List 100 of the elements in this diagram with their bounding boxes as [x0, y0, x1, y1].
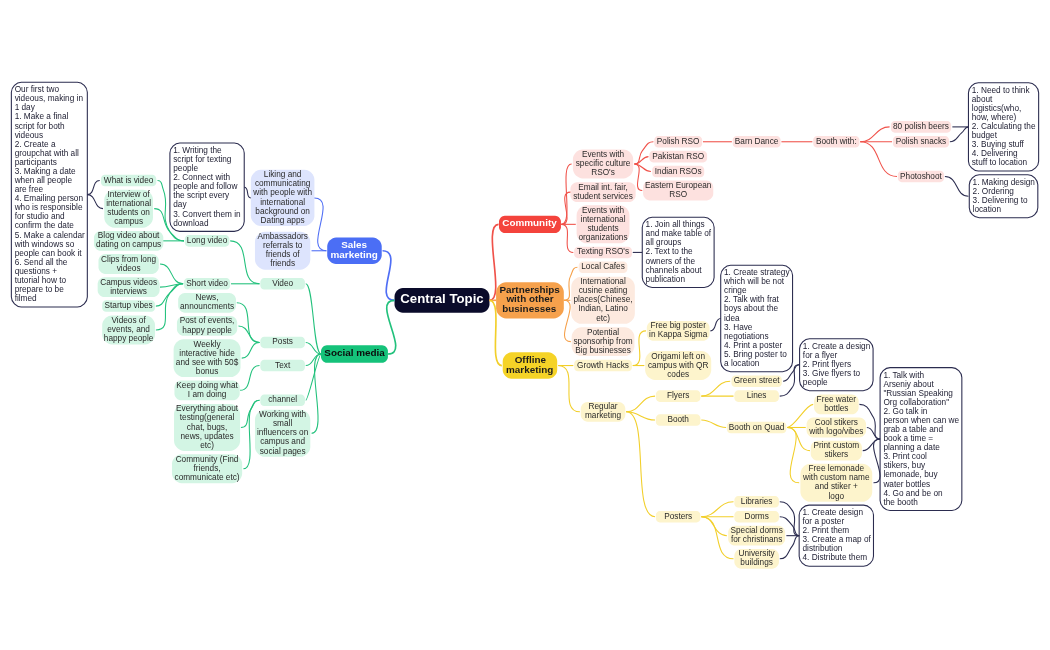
- node-box: Liking and communicating with people with international background on Dating apps: [250, 169, 315, 226]
- connector: [632, 251, 643, 253]
- connector: [153, 207, 185, 241]
- node-box: Booth: [655, 413, 701, 426]
- node-box: Free lemonade with custom name and stiker + logo: [800, 463, 873, 502]
- node-box: Posters: [655, 510, 701, 522]
- node-box: Startup vibes: [102, 299, 156, 312]
- node-box: Ambassadors referrals to friends of friends: [254, 231, 311, 270]
- node-box: Booth on Quad: [726, 421, 787, 433]
- node-box: Growth Hacks: [574, 359, 632, 371]
- connector: [162, 239, 185, 241]
- connector: [305, 282, 322, 355]
- node-box: Offline marketing: [502, 351, 558, 379]
- node-box: Cool stikers with logo/vibes: [806, 417, 867, 437]
- connector: [242, 399, 261, 469]
- connector: [560, 223, 574, 253]
- connector: [625, 410, 656, 517]
- node-box: Social media: [321, 344, 388, 363]
- node-box: Green street: [731, 374, 782, 387]
- node-box: Our first two videous, making in 1 day 1. Make a final script for both videous 2. Create a groupchat with all participants 3. Making a date when all people are free 4. Emailing person who is responsible for studio and confirm the date 5. Make a calendar with windows so people can book it 6. Send all the questions + tutorial how to prepare to be filmed: [10, 81, 88, 307]
- node-box: 1. Create strategy which will be not cringe 2. Talk with frat boys about the idea 3. Have negotiations 4. Print a poster 5. Bring poster to a location: [720, 264, 794, 372]
- node-box: International cusine eating places(Chinese, Indian, Latino etc): [571, 276, 635, 324]
- connector: [944, 175, 969, 197]
- connector: [230, 282, 261, 284]
- connector: [305, 352, 322, 401]
- connector: [709, 317, 722, 331]
- node-box: Events with specific culture RSO's: [572, 149, 634, 178]
- node-box: Flyers: [655, 389, 701, 402]
- node-box: 1. Create design for a poster 2. Print them 3. Create a map of distribution 4. Distribute them: [798, 504, 875, 567]
- node-box: Weekly interactive hide and see with 50$ bonus: [173, 338, 241, 377]
- node-box: Free big poster in Kappa Sigma: [646, 320, 710, 341]
- connector: [236, 301, 261, 343]
- connector: [632, 329, 647, 366]
- connector: [237, 324, 261, 343]
- node-box: Eastern European RSO: [643, 180, 714, 200]
- connector: [700, 419, 727, 428]
- node-box: Potential sponsorhip from Big businesses: [571, 326, 635, 356]
- node-box: Libraries: [734, 495, 779, 508]
- node-box: 1. Need to think about logistics(who, how, where) 2. Calculating the budget 3. Buying stuff 4. Delivering stuff to location: [967, 81, 1040, 172]
- node-box: Regular marketing: [580, 401, 626, 422]
- node-box: Polish RSO: [654, 135, 703, 148]
- node-box: Special dorms for christinans: [728, 525, 786, 546]
- node-box: Blog video about dating on campus: [93, 230, 164, 251]
- connector: [700, 515, 735, 559]
- node-box: Local Cafes: [578, 261, 628, 273]
- node-box: Texting RSO's: [574, 246, 632, 258]
- node-box: Keep doing what I am doing: [174, 379, 240, 400]
- node-box: Print custom stikers: [810, 440, 862, 460]
- connector: [311, 352, 322, 434]
- node-box-text: Everything about testing(general chat, bugs, news, updates etc): [174, 403, 241, 451]
- connector: [488, 299, 497, 301]
- connector: [632, 364, 645, 366]
- node-box: Indian RSOs: [652, 165, 705, 177]
- node-box: Short video: [183, 277, 231, 290]
- node-box: Clips from long videos: [98, 253, 159, 274]
- node-box: 1. Making design 2. Ordering 3. Delivering to location: [968, 173, 1039, 218]
- node-box: Dorms: [734, 510, 779, 522]
- node-box-text: 80 polish beers: [890, 120, 952, 133]
- node-box: Email int. fair, student services: [570, 181, 636, 202]
- node-box: Polish snacks: [892, 135, 950, 148]
- connector: [86, 179, 101, 195]
- node-box: Sales marketing: [327, 237, 382, 264]
- connector: [858, 403, 881, 440]
- node-box: News, announcments: [178, 292, 236, 313]
- connector: [951, 125, 969, 127]
- node-box: Campus videos interviews: [97, 276, 160, 297]
- connector: [86, 193, 104, 209]
- connector: [239, 364, 261, 391]
- node-box: 1. Writing the script for texting people 2. Connect with people and follow the script every day 3. Convert them in download: [169, 141, 245, 232]
- node-box: University buildings: [734, 548, 779, 569]
- node-box-text: Interview of international students on campus: [104, 189, 153, 228]
- node-box: Posts: [260, 336, 305, 348]
- node-box: 1. Join all things and make table of all groups 2. Text to the owners of the channels about publication: [641, 216, 715, 288]
- connector: [779, 363, 800, 397]
- node-box: 1. Create a design for a flyer 2. Print flyers 3. Give flyers to people: [799, 337, 874, 391]
- node-box: Community (Find friends, communicate etc): [171, 453, 243, 483]
- connector: [949, 125, 969, 142]
- node-box: Central Topic: [394, 287, 490, 313]
- node-box: Free water bottles: [814, 393, 859, 414]
- node-box: Community: [499, 215, 561, 233]
- node-box: Partnerships with other businesses: [496, 281, 564, 318]
- connector: [385, 299, 397, 355]
- connector: [786, 403, 814, 428]
- node-box: Long video: [184, 234, 230, 247]
- node-box: Text: [260, 359, 305, 371]
- node-box: Photoshoot: [897, 170, 945, 182]
- connector: [702, 140, 733, 142]
- connector: [305, 341, 322, 355]
- connector: [155, 282, 184, 331]
- connector: [786, 426, 800, 483]
- connector: [633, 155, 649, 165]
- connector: [229, 239, 261, 284]
- node-box: Events with international students organizations: [576, 204, 630, 243]
- connector: [243, 186, 252, 198]
- connector: [782, 363, 800, 382]
- node-box: Pakistan RSO: [649, 150, 708, 162]
- connector: [633, 140, 654, 165]
- node-box: Barn Dance: [732, 135, 781, 148]
- node-box: Post of events, happy people: [176, 315, 238, 336]
- node-box-text: Videos of events, and happy people: [102, 315, 156, 344]
